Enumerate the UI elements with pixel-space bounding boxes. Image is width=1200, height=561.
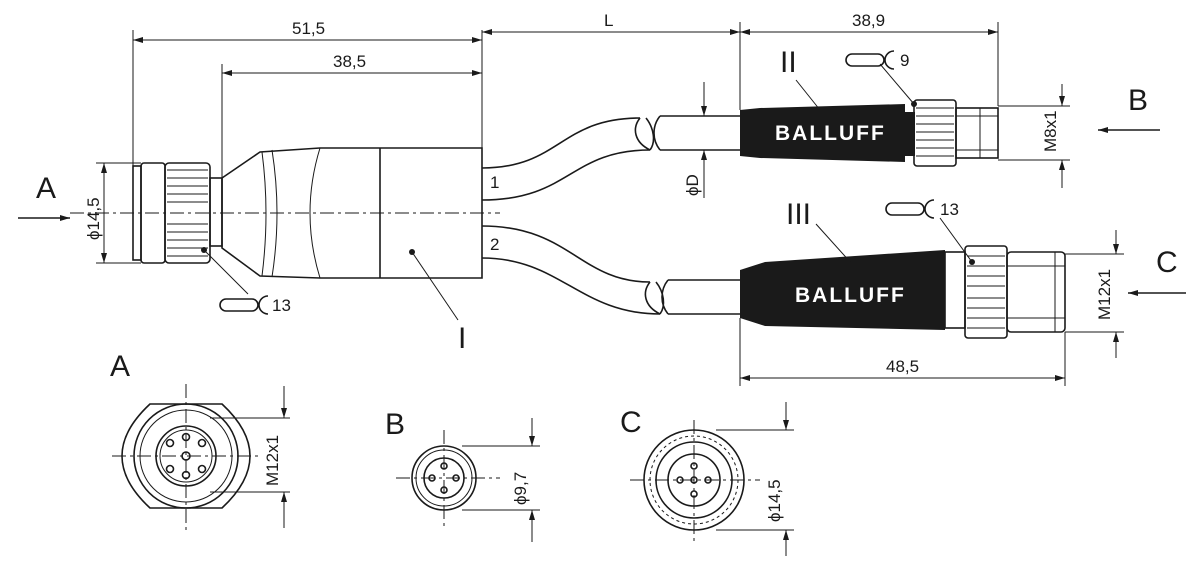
end-view-A [112, 384, 290, 530]
end-view-C [630, 402, 794, 556]
dim-label-51-5: 51,5 [292, 19, 325, 38]
wrench-size-main: 13 [272, 296, 291, 315]
wrench-icon-conn2 [845, 50, 917, 107]
arrow-label-C: C [1156, 246, 1178, 279]
connector-III [740, 245, 1066, 339]
dim-label-48-5: 48,5 [886, 357, 919, 376]
cable-label-1: 1 [490, 173, 499, 192]
connector-a-coupling [132, 162, 223, 264]
wrench-size-conn2: 9 [900, 51, 909, 70]
arrow-label-B: B [1128, 84, 1148, 117]
connector-II [740, 99, 999, 167]
wrench-size-conn3: 13 [940, 200, 959, 219]
dimension-48-5 [739, 318, 1066, 386]
leader-II [795, 79, 821, 111]
cable-label-2: 2 [490, 235, 499, 254]
dim-label-m12-conn3: M12x1 [1095, 269, 1114, 320]
end-view-B [396, 418, 540, 542]
dimension-m12-conn3 [1065, 230, 1124, 358]
splitter-body-I [221, 147, 483, 279]
dim-label-38-9: 38,9 [852, 11, 885, 30]
wrench-icon-conn3 [885, 199, 975, 265]
dim-label-m12-viewA: M12x1 [263, 435, 282, 486]
dim-label-L: L [604, 11, 613, 30]
view-label-C: C [620, 406, 642, 439]
brand-logo-conn3: BALLUFF [795, 284, 906, 307]
leader-I [411, 251, 459, 321]
wrench-icon-main [201, 247, 269, 315]
dim-label-dia-9-7: ϕ9,7 [511, 472, 530, 505]
dimension-38-5 [221, 64, 482, 178]
view-label-B: B [385, 408, 405, 441]
dimension-38-9 [740, 22, 999, 106]
dimension-dia-14-5-main [96, 162, 141, 264]
cable-1 [481, 115, 740, 201]
cable-2 [481, 225, 740, 315]
part-label-I: I [458, 322, 466, 355]
brand-logo-conn2: BALLUFF [775, 122, 886, 145]
dim-label-dia-14-5-main: ϕ14,5 [84, 197, 103, 240]
arrow-label-A: A [36, 172, 56, 205]
part-label-II: II [780, 46, 797, 79]
dimension-51-5 [132, 30, 483, 166]
dim-label-38-5: 38,5 [333, 52, 366, 71]
dimension-m8 [998, 84, 1070, 188]
dim-label-dia-D: ϕD [683, 174, 702, 196]
part-label-III: III [786, 198, 811, 231]
dim-label-m8: M8x1 [1041, 110, 1060, 152]
dimension-L [482, 22, 741, 110]
dim-label-dia-14-5-viewC: ϕ14,5 [765, 479, 784, 522]
leader-III [815, 223, 853, 265]
view-label-A: A [110, 350, 130, 383]
